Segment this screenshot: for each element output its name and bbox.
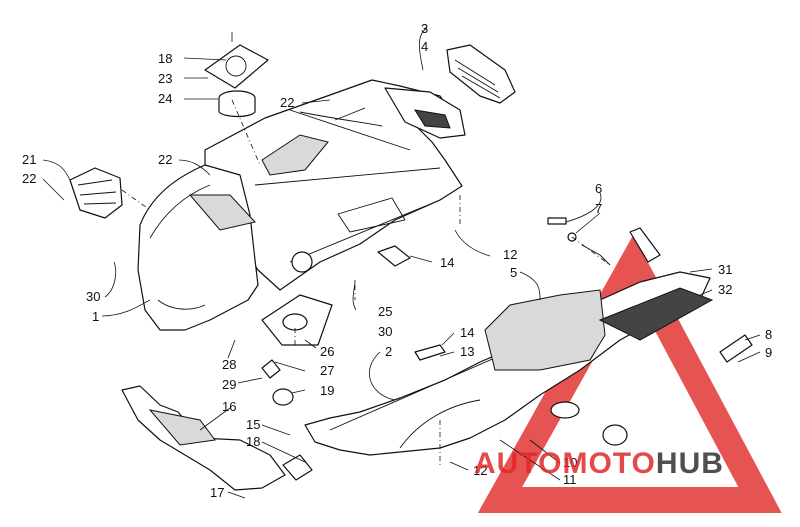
running-board-trim <box>598 227 714 341</box>
callout-18: 18 <box>158 51 173 66</box>
hood-vent <box>446 44 516 104</box>
callout-2: 2 <box>385 344 393 359</box>
callout-12-upper: 12 <box>503 247 518 262</box>
callout-12-lower: 12 <box>473 463 488 478</box>
side-fender <box>137 164 259 331</box>
callout-8: 8 <box>765 327 773 342</box>
callout-14-upper: 14 <box>440 255 455 270</box>
callout-1: 1 <box>92 309 100 324</box>
bolt-washer <box>547 217 611 266</box>
mount-plate <box>261 294 333 346</box>
hood-panel <box>204 79 463 291</box>
callout-27: 27 <box>320 363 335 378</box>
small-bracket <box>377 245 446 361</box>
bellows-boot <box>69 167 123 219</box>
center-lines <box>121 99 611 465</box>
callout-30-center: 30 <box>378 324 393 339</box>
callout-18-lower: 18 <box>246 434 261 449</box>
watermark-part-2: HUB <box>655 447 724 480</box>
callout-15: 15 <box>246 417 261 432</box>
callout-24: 24 <box>158 91 173 106</box>
end-plate <box>719 334 753 363</box>
callout-19: 19 <box>320 383 335 398</box>
side-louver <box>384 87 466 139</box>
callout-11: 11 <box>563 472 577 487</box>
callout-22-hood: 22 <box>280 95 295 110</box>
watermark-triangle-logo <box>477 234 782 513</box>
callout-7: 7 <box>595 201 603 216</box>
callout-9: 9 <box>765 345 773 360</box>
leader-lines <box>42 27 761 499</box>
callout-31: 31 <box>718 262 733 277</box>
callout-16: 16 <box>222 399 237 414</box>
callout-21: 21 <box>22 152 37 167</box>
callout-23: 23 <box>158 71 173 86</box>
clamp-ring <box>261 359 294 406</box>
callout-29: 29 <box>222 377 237 392</box>
front-bumper <box>121 385 286 491</box>
callout-10: 10 <box>563 455 578 470</box>
watermark-part-1: AUTOMOTO <box>474 447 656 480</box>
gauge-gasket <box>204 44 269 118</box>
callout-22-left: 22 <box>22 171 37 186</box>
callout-13: 13 <box>460 344 475 359</box>
callout-5: 5 <box>510 265 518 280</box>
clip-bracket <box>282 454 313 481</box>
callout-4: 4 <box>421 39 429 54</box>
callout-30-left: 30 <box>86 289 101 304</box>
callout-22-fender: 22 <box>158 152 173 167</box>
callout-17: 17 <box>210 485 225 500</box>
callout-14-lower: 14 <box>460 325 475 340</box>
callout-28: 28 <box>222 357 237 372</box>
watermark-logo-text: AUTOMOTOHUB <box>474 447 724 481</box>
callout-32: 32 <box>718 282 733 297</box>
callout-3: 3 <box>421 21 429 36</box>
callout-26: 26 <box>320 344 335 359</box>
callout-25: 25 <box>378 304 393 319</box>
callout-6: 6 <box>595 181 603 196</box>
foot-well-panel <box>484 289 606 371</box>
